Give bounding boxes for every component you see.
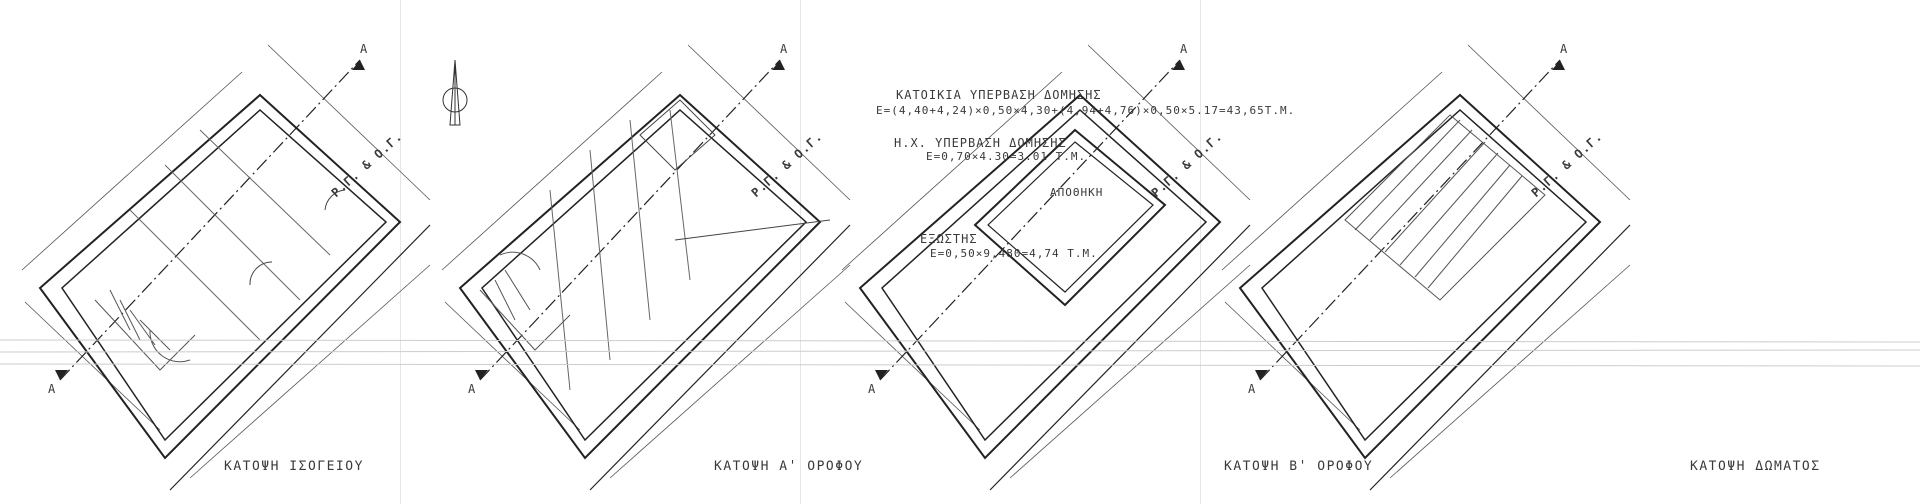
residence-overbuild-formula: Ε=(4,40+4,24)×0,50×4,30+(4,94+4,76)×0,50… <box>876 104 1296 117</box>
section-mark-a-bottom: Α <box>868 382 877 396</box>
staircase <box>94 289 196 371</box>
section-mark-a-top: Α <box>1560 42 1569 56</box>
sheet-fold-3 <box>1200 0 1201 504</box>
plan-title-roof: ΚΑΤΟΨΗ ΔΩΜΑΤΟΣ <box>1690 459 1821 474</box>
section-mark-a-bottom: Α <box>468 382 477 396</box>
scan-noise-lines <box>0 339 1920 367</box>
plan-title-first-floor: ΚΑΤΟΨΗ Α' ΟΡΟΦΟΥ <box>714 459 864 474</box>
sheet-fold-2 <box>800 0 801 504</box>
balcony-formula: Ε=0,50×9,480=4,74 Τ.Μ. <box>930 247 1098 260</box>
plan-title-ground-floor: ΚΑΤΟΨΗ ΙΣΟΓΕΙΟΥ <box>224 459 364 474</box>
room-label-storage: ΑΠΟΘΗΚΗ <box>1050 186 1104 199</box>
plan-roof <box>1221 44 1631 491</box>
balcony-title: ΕΞΩΣΤΗΣ <box>920 232 978 246</box>
plan-second-floor <box>841 44 1251 491</box>
plan-title-second-floor: ΚΑΤΟΨΗ Β' ΟΡΟΦΟΥ <box>1224 459 1374 474</box>
sheet-fold-1 <box>400 0 401 504</box>
semi-outdoor-formula: Ε=0,70×4.30=3.01 Τ.Μ. <box>926 150 1087 163</box>
section-mark-a-top: Α <box>780 42 789 56</box>
section-mark-a-bottom: Α <box>48 382 57 396</box>
residence-overbuild-title: ΚΑΤΟΙΚΙΑ ΥΠΕΡΒΑΣΗ ΔΟΜΗΣΗΣ <box>896 88 1102 102</box>
north-arrow <box>442 59 468 126</box>
plan-ground-floor <box>21 44 431 491</box>
plan-first-floor <box>441 44 851 491</box>
section-mark-a-top: Α <box>360 42 369 56</box>
section-mark-a-bottom: Α <box>1248 382 1257 396</box>
section-mark-a-top: Α <box>1180 42 1189 56</box>
semi-outdoor-title: Η.Χ. ΥΠΕΡΒΑΣΗ ΔΟΜΗΣΗΣ <box>894 136 1067 150</box>
